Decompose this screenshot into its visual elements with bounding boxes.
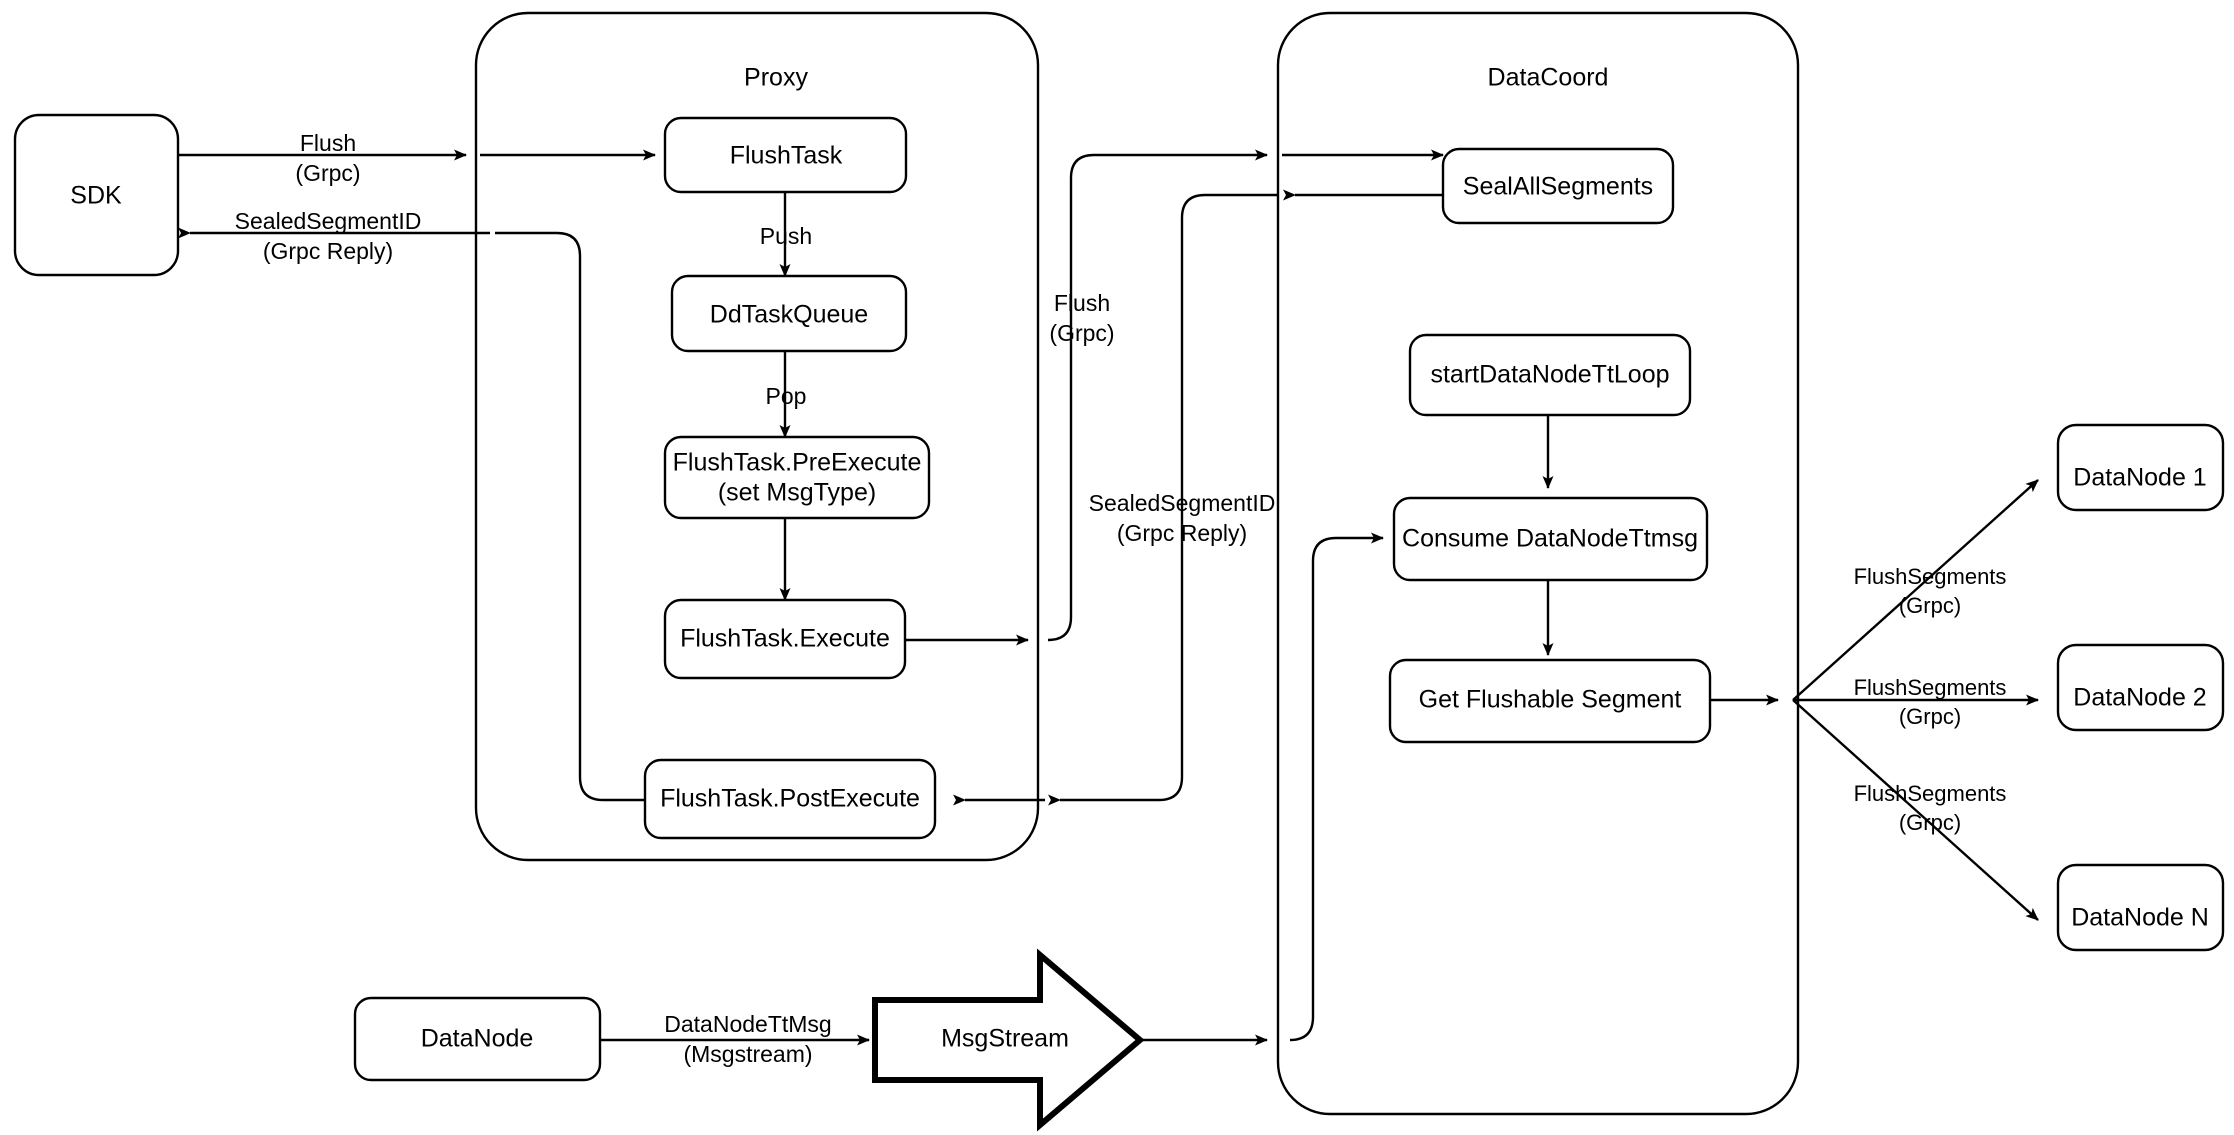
node-datanode-1[interactable] (2056, 423, 2225, 512)
datacoord-container-label: DataCoord (1488, 64, 1609, 92)
edge-label-sealed-reply-line1: SealedSegmentID (235, 208, 422, 234)
node-datanode-source-label: DataNode (421, 1025, 534, 1053)
node-datanode-2[interactable] (2056, 643, 2225, 732)
node-flushtask[interactable] (663, 116, 908, 194)
node-sdk-label: SDK (70, 182, 122, 210)
node-datanode-source[interactable] (353, 996, 602, 1082)
node-get-flushable-segment[interactable] (1388, 658, 1712, 744)
proxy-container-label: Proxy (744, 64, 808, 92)
node-postexecute[interactable] (643, 758, 937, 840)
node-ddtaskqueue-label: DdTaskQueue (710, 301, 868, 329)
edge-label-flushsegments-1-line2: (Grpc) (1899, 593, 1961, 618)
edge-flush-grpc-rail-to-datacoord (1047, 149, 1268, 642)
edge-sealed-reply-rail-to-proxy (1048, 193, 1278, 806)
node-postexecute-label: FlushTask.PostExecute (660, 785, 920, 813)
node-execute-label: FlushTask.Execute (680, 625, 890, 653)
edge-label-ttmsg-line2: (Msgstream) (683, 1041, 812, 1067)
node-sdk[interactable] (13, 113, 180, 277)
node-consume-datanodettmsg[interactable] (1392, 496, 1709, 582)
edge-label-flush-grpc-line2: (Grpc) (295, 160, 360, 186)
edge-label-flushsegments-n-line1: FlushSegments (1854, 781, 2007, 806)
edge-label-pop: Pop (766, 383, 807, 409)
node-flushtask-label: FlushTask (730, 142, 843, 170)
node-sealallsegments-label: SealAllSegments (1463, 173, 1653, 201)
edge-label-flushsegments-n-line2: (Grpc) (1899, 810, 1961, 835)
edge-label-sealed-coord-line1: SealedSegmentID (1089, 490, 1276, 516)
node-execute[interactable] (663, 598, 907, 680)
edge-label-flushsegments-2-line2: (Grpc) (1899, 704, 1961, 729)
node-datanode-1-label: DataNode 1 (2073, 464, 2206, 492)
edge-label-flushsegments-2-line1: FlushSegments (1854, 675, 2007, 700)
edge-hub-to-datanode-n (1792, 699, 2039, 921)
node-get-flushable-segment-label: Get Flushable Segment (1419, 686, 1682, 714)
node-datanode-n-label: DataNode N (2071, 904, 2209, 932)
node-startdatanodettloop[interactable] (1408, 333, 1692, 417)
node-ddtaskqueue[interactable] (670, 274, 908, 353)
edge-postexecute-to-sdk-rail (495, 231, 645, 802)
edge-datacoord-rail-to-consume (1289, 532, 1384, 1042)
node-sealallsegments[interactable] (1441, 147, 1675, 225)
node-msgstream-arrow[interactable] (872, 948, 1145, 1132)
proxy-container (474, 11, 1040, 862)
node-datanode-2-label: DataNode 2 (2073, 684, 2206, 712)
edge-label-flush-coord-line2: (Grpc) (1049, 320, 1114, 346)
edge-label-flush-coord-line1: Flush (1054, 290, 1110, 316)
edge-label-sealed-reply-line2: (Grpc Reply) (263, 238, 393, 264)
node-datanode-n[interactable] (2056, 863, 2225, 952)
edge-label-sealed-coord-line2: (Grpc Reply) (1117, 520, 1247, 546)
node-startdatanodettloop-label: startDataNodeTtLoop (1430, 361, 1669, 389)
node-preexecute[interactable] (663, 435, 931, 520)
node-consume-datanodettmsg-label: Consume DataNodeTtmsg (1402, 525, 1698, 553)
edge-label-ttmsg-line1: DataNodeTtMsg (664, 1011, 831, 1037)
node-preexecute-label-line1: FlushTask.PreExecute (673, 449, 922, 477)
node-msgstream-label: MsgStream (941, 1025, 1069, 1053)
datacoord-container (1276, 11, 1800, 1116)
edge-label-flush-grpc-line1: Flush (300, 130, 356, 156)
edge-label-flushsegments-1-line1: FlushSegments (1854, 564, 2007, 589)
edge-hub-to-datanode-1 (1792, 479, 2039, 701)
edge-label-push: Push (760, 223, 812, 249)
node-preexecute-label-line2: (set MsgType) (718, 479, 876, 507)
